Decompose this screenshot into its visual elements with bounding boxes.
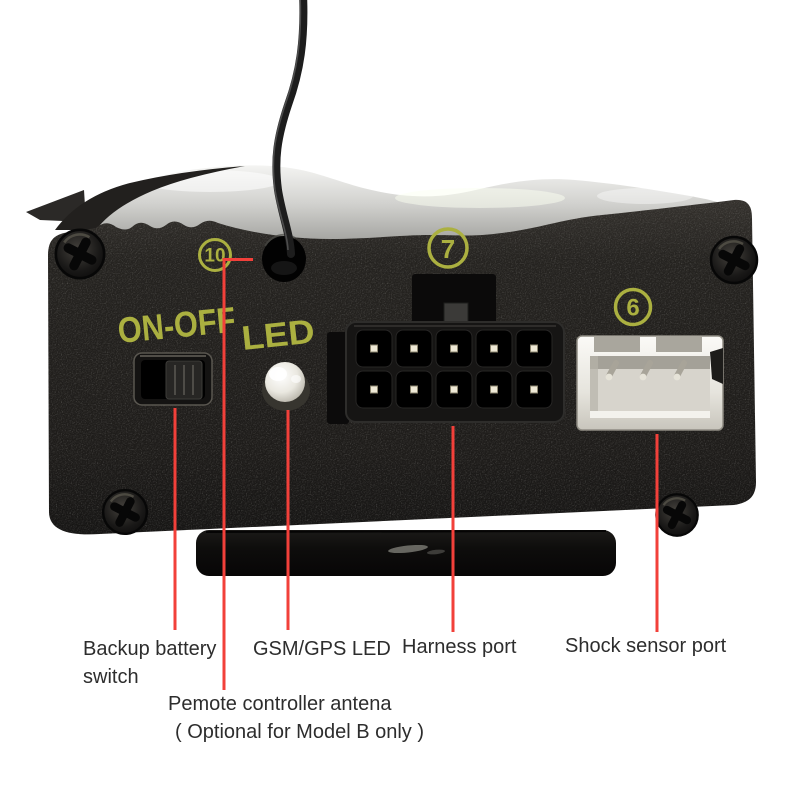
shell-notch [594,336,640,353]
shell-notch [656,336,702,353]
label-gsm-gps-led: GSM/GPS LED [253,638,391,660]
antenna-cable [272,0,308,258]
label-remote-antenna-note: ( Optional for Model B only ) [175,721,424,743]
label-remote-antenna: Pemote controller antena [168,693,392,715]
label-backup-battery-line2: switch [83,666,139,688]
label-shock-sensor-port: Shock sensor port [565,635,727,657]
callout-circle-10 [198,238,232,272]
antenna-hole [262,236,306,282]
case-top-left-ridge [55,166,245,230]
mounting-flange [196,530,616,576]
harness-port [327,274,565,424]
shock-sensor-port [576,335,724,431]
shell-side-cut [710,348,723,384]
shock-port-pins [605,360,687,381]
callout-circle-7 [427,227,469,269]
harness-pins [370,344,538,394]
callout-lines [173,258,659,690]
screw-top-right-icon [709,235,759,285]
power-switch [133,352,213,406]
callout-number-7: 7 [441,234,455,264]
status-led [262,362,310,411]
harness-recess [412,274,496,326]
top-highlight [395,188,565,208]
callout-number-6: 6 [626,295,639,322]
antenna-hole-inner [271,261,297,275]
callout-circle-6 [613,287,653,327]
led-label: LED [240,313,317,358]
label-harness-port: Harness port [402,636,517,658]
screw-top-left-icon [54,228,106,280]
top-highlight [597,188,693,204]
screw-bottom-right-icon [655,493,699,537]
label-backup-battery-line1: Backup battery [83,638,217,660]
callout-number-10: 10 [204,246,225,267]
screw-bottom-left-icon [101,488,149,536]
